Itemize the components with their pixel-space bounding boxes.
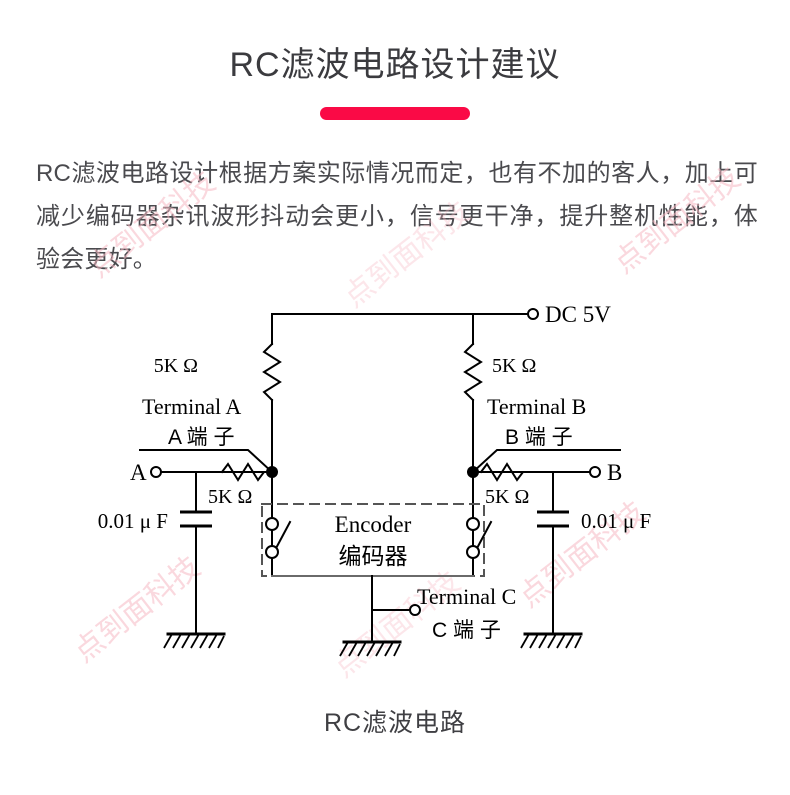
switch-b-contact-upper [466, 517, 480, 531]
label-terminal-a-en: Terminal A [142, 394, 241, 419]
label-series-b-value: 5K Ω [485, 486, 529, 508]
label-terminal-b-cn: B 端 子 [505, 426, 573, 449]
label-pin-a: A [130, 460, 147, 485]
intro-paragraph: RC滤波电路设计根据方案实际情况而定，也有不加的客人，加上可减少编码器杂讯波形抖… [36, 160, 758, 273]
terminal-b-leader [471, 449, 621, 474]
junction-node-b [467, 466, 479, 478]
terminal-a-leader [139, 449, 274, 474]
terminal-pins [150, 308, 601, 616]
label-cap-a-value: 0.01 μ F [98, 509, 168, 533]
switch-a-contact-upper [265, 517, 279, 531]
label-encoder-en: Encoder [335, 512, 412, 537]
series-resistor-b [479, 462, 532, 482]
switch-b-contact-lower [466, 545, 480, 559]
junction-nodes [266, 466, 479, 478]
pullup-resistor-b [463, 342, 483, 402]
terminal-pin-dc5v [527, 308, 539, 320]
label-dc-supply: DC 5V [545, 302, 611, 327]
circuit-diagram: DC 5V 5K Ω 5K Ω Terminal A A 端 子 Termina… [0, 292, 790, 692]
label-pullup-a-value: 5K Ω [154, 355, 198, 377]
label-terminal-b-en: Terminal B [487, 394, 586, 419]
page-title: RC滤波电路设计建议 [229, 46, 561, 84]
figure-caption: RC滤波电路 [323, 709, 467, 737]
label-terminal-a-cn: A 端 子 [168, 426, 235, 449]
terminal-pin-c [409, 604, 421, 616]
label-series-a-value: 5K Ω [208, 486, 252, 508]
label-encoder-cn: 编码器 [339, 543, 408, 569]
label-pullup-b-value: 5K Ω [492, 355, 536, 377]
ground-a-hatch [163, 633, 225, 649]
label-terminal-c-en: Terminal C [417, 584, 516, 609]
ground-hatching [163, 633, 582, 657]
label-terminal-c-cn: C 端 子 [432, 619, 501, 642]
label-cap-b-value: 0.01 μ F [581, 509, 651, 533]
junction-node-a [266, 466, 278, 478]
title-underline-accent [320, 107, 470, 120]
terminal-pin-b [589, 466, 601, 478]
ground-c-hatch [339, 641, 401, 657]
pullup-resistor-a [262, 342, 282, 402]
terminal-pin-a [150, 466, 162, 478]
ground-b-hatch [520, 633, 582, 649]
label-pin-b: B [607, 460, 622, 485]
series-resistor-a [220, 462, 273, 482]
switch-a-contact-lower [265, 545, 279, 559]
